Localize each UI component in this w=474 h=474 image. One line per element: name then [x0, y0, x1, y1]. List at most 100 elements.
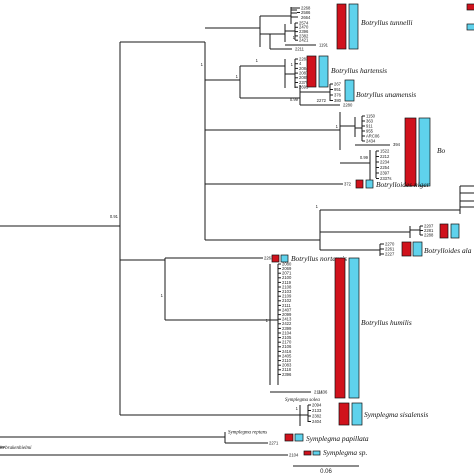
tip-label: 2407 [282, 307, 292, 312]
tip-label: 2434 [366, 138, 376, 143]
support-value: 1 [161, 293, 164, 298]
tip-label: 2102 [282, 298, 292, 303]
tip-label: 2108 [282, 284, 292, 289]
morphotype-bar-cyan [318, 55, 329, 88]
tip-label: 267 [334, 81, 342, 86]
clade-label: Botryllus unamensis [356, 90, 416, 99]
clade-label: Botryllus hartensis [331, 66, 387, 75]
tip-label: 2133 [312, 408, 322, 413]
tip-label: 2695 [299, 85, 309, 90]
morphotype-bar-red [439, 223, 449, 239]
tip-label: 363 [366, 118, 374, 123]
morphotype-bar-red [284, 433, 294, 442]
morphotype-bar-red [306, 55, 317, 88]
tip-label: 376 [334, 92, 342, 97]
tip-label: 2083 [282, 363, 292, 368]
tip-label: 1191 [319, 43, 329, 48]
morphotype-bar-cyan [348, 3, 359, 50]
support-value: 1 [336, 124, 339, 129]
morphotype-bar-cyan [294, 433, 304, 442]
support-value: 1 [296, 406, 299, 411]
tip-label: 1522 [380, 148, 390, 153]
morphotype-bar-red [401, 241, 412, 257]
clade-label: Botrylloides ala [424, 246, 472, 255]
legend-swatch-red [466, 3, 474, 11]
tip-label: 955 [366, 128, 374, 133]
tip-label: 2436 [318, 390, 328, 395]
tip-label: 2085 [299, 75, 309, 80]
morphotype-bar-cyan [412, 241, 423, 257]
scale-bar-label: 0.06 [320, 469, 332, 474]
tip-label: 2104 [289, 452, 299, 457]
tip-label: 2397 [380, 170, 390, 175]
clade-label: Botrylloides niger [376, 180, 430, 189]
support-value: 1 [316, 204, 319, 209]
tip-label: 2268 [301, 5, 311, 10]
support-value: 0.99 [290, 97, 299, 102]
tip-label: 2106 [282, 344, 292, 349]
tip-label: 2382 [299, 33, 309, 38]
tip-label: 2261 [385, 246, 395, 251]
tip-label: 2280 [343, 103, 353, 108]
tip-label: 2099 [282, 312, 292, 317]
tip-label: 2254 [380, 165, 390, 170]
tip-label: 2281 [424, 228, 434, 233]
tip-label: 911 [366, 123, 373, 128]
tip-label: 2119 [282, 280, 292, 285]
tip-label: 2416 [282, 349, 292, 354]
tip-label: 2104 [282, 330, 292, 335]
tip-label: 2470 [299, 25, 309, 30]
tip-label: 2421 [299, 38, 309, 43]
tip-label: 2207 [424, 223, 434, 228]
tip-label: 2080 [282, 261, 292, 266]
clade-label: Symplegma solea [285, 398, 320, 403]
clade-label: Bo [437, 146, 446, 155]
tip-label: 2170 [282, 340, 292, 345]
morphotype-bar-cyan [280, 254, 289, 263]
tip-label: 2105 [282, 335, 292, 340]
tip-label: 2270 [385, 241, 395, 246]
clade-label: Botryllus humilis [361, 318, 412, 327]
tip-label: 1150 [366, 113, 376, 118]
tip-label: 2379 [299, 80, 309, 85]
tip-label: 2100 [282, 275, 292, 280]
tip-label: 2103 [282, 289, 292, 294]
tip-label: 2288 [424, 232, 434, 237]
tip-label: 4 [299, 61, 302, 66]
tip-label: 2574 [299, 20, 309, 25]
tip-label: 2422 [282, 321, 292, 326]
tip-label: 2272 [317, 98, 327, 103]
tip-label: 2118 [282, 367, 292, 372]
support-value: 1 [256, 58, 259, 63]
morphotype-bar-cyan [418, 117, 431, 187]
morphotype-bar-cyan [365, 179, 374, 189]
morphotype-bar-red [404, 117, 417, 187]
support-value: 1 [291, 62, 294, 67]
support-value: 0.99 [360, 155, 369, 160]
morphotype-bar-cyan [348, 257, 360, 399]
tip-label: 380 [334, 98, 342, 103]
tip-label: 2399 [282, 326, 292, 331]
clade-label: Botryllus tunnelli [361, 18, 413, 27]
tip-label: 2404 [312, 419, 322, 424]
tip-label: 2211 [295, 47, 305, 52]
tip-label: 2337s [380, 176, 391, 181]
morphotype-bar-cyan [450, 223, 460, 239]
tip-label: 372 [344, 181, 352, 186]
tip-label: 2405 [282, 353, 292, 358]
tip-label: 2109 [282, 294, 292, 299]
clade-label: Symplegma sisalensis [364, 410, 428, 419]
support-value: 1 [266, 318, 269, 323]
tip-label: 2413 [282, 317, 292, 322]
morphotype-bar-cyan [351, 402, 363, 426]
support-value: 1 [293, 35, 296, 40]
tip-label: 951 [334, 87, 342, 92]
morphotype-bar-red [355, 179, 364, 189]
support-value: 1 [201, 62, 204, 67]
clade-label: ia brakenhielmi [0, 446, 32, 451]
morphotype-bar-cyan [312, 450, 321, 456]
tip-label: 2283 [299, 56, 309, 61]
tip-label: 2234 [380, 159, 390, 164]
support-value: 0.91 [110, 214, 119, 219]
